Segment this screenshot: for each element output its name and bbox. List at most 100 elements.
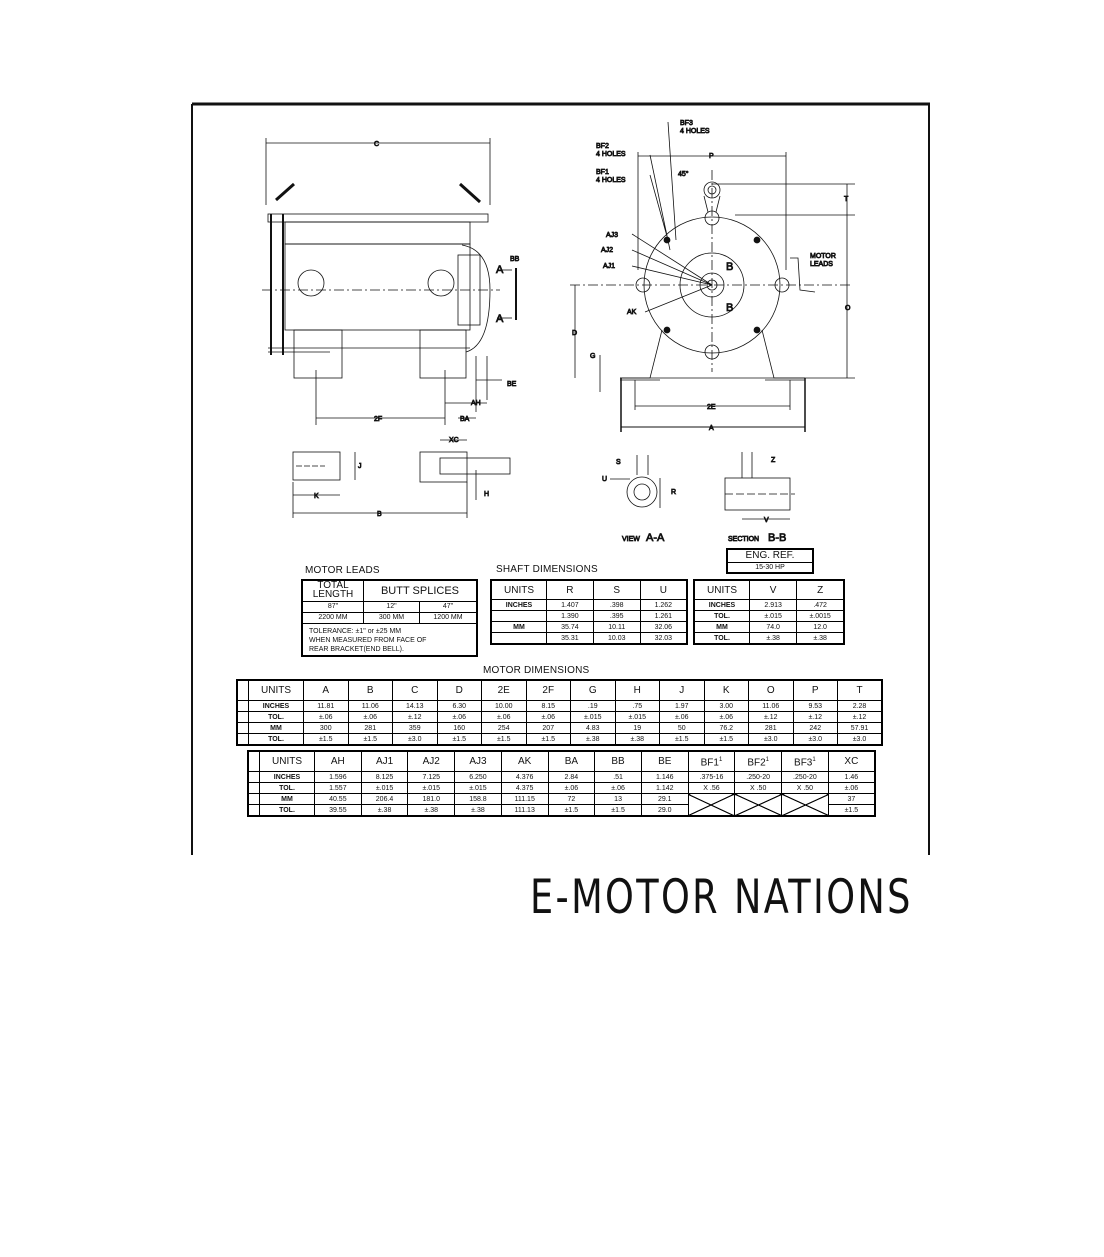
label-aj3: AJ3 (606, 232, 618, 239)
table-cell: .375-16 (687, 771, 736, 783)
row-stub (247, 793, 260, 805)
row-stub (247, 804, 260, 817)
dim-label-g: G (590, 353, 595, 360)
eng-ref-value: 15-30 HP (755, 564, 785, 571)
table-cell: 1.407 (546, 599, 594, 611)
table-cell: 10.03 (592, 632, 641, 645)
label-bf2: BF2 (596, 143, 609, 150)
table-cell: MM (693, 621, 750, 633)
row-stub (236, 679, 249, 701)
row-stub (247, 771, 260, 783)
dim-label-2f: 2F (374, 416, 382, 423)
table-cell: 6.30 (436, 700, 482, 712)
side-view: C BB A A BE AH BA 2F XC J K B H (262, 138, 520, 518)
table-cell: ±.06 (827, 782, 876, 794)
table-cell: ±3.0 (792, 733, 838, 746)
column-header: AJ1 (360, 750, 409, 772)
column-header: J (659, 679, 705, 701)
table-cell: 281 (748, 722, 794, 734)
table-cell: INCHES (490, 599, 547, 611)
table-cell: ±1.5 (347, 733, 393, 746)
column-header-text: BF1 (700, 757, 719, 769)
table-cell: ±.06 (547, 782, 596, 794)
table-cell: 1.146 (640, 771, 689, 783)
table-cell: MM (248, 722, 304, 734)
table-cell: INCHES (259, 771, 315, 783)
table-cell: 32.06 (639, 621, 688, 633)
table-cell: 254 (481, 722, 527, 734)
table-cell: TOL. (248, 711, 304, 723)
column-header: K (703, 679, 749, 701)
tolerance-line-2: WHEN MEASURED FROM FACE OF (309, 637, 427, 644)
table-cell: 10.00 (481, 700, 527, 712)
table-cell: TOL. (693, 610, 750, 622)
section-label-a-top: A (496, 264, 504, 276)
dim-label-s: S (616, 459, 621, 466)
table-cell: 1.596 (314, 771, 362, 783)
label-ak: AK (627, 309, 637, 316)
table-cell: .250-20 (734, 771, 783, 783)
table-cell: TOL. (259, 782, 315, 794)
table-cell: 1.142 (640, 782, 689, 794)
column-header: XC (827, 750, 876, 772)
table-cell: 4.376 (500, 771, 549, 783)
e-motor-nations-logo: E-MOTOR NATIONS (530, 870, 913, 925)
table-cell: 76.2 (703, 722, 749, 734)
table-cell: 1.390 (546, 610, 594, 622)
table-cell: ±1.5 (547, 804, 596, 817)
column-header-text: BF2 (747, 757, 766, 769)
table-cell: 1.557 (314, 782, 362, 794)
column-header: T (837, 679, 883, 701)
lead-inches-splice-1: 12" (364, 602, 420, 612)
label-motor-leads-2: LEADS (810, 261, 833, 268)
table-cell: ±.12 (792, 711, 838, 723)
table-cell: 1.261 (639, 610, 688, 622)
table-cell: ±3.0 (392, 733, 438, 746)
table-cell: 2.913 (748, 599, 798, 611)
motor-leads-title: MOTOR LEADS (305, 565, 380, 576)
column-header: S (592, 579, 641, 600)
table-cell: ±.015 (407, 782, 456, 794)
table-cell: TOL. (693, 632, 750, 645)
table-cell: 160 (436, 722, 482, 734)
column-header: 2E (481, 679, 527, 701)
table-cell: 29.0 (640, 804, 689, 817)
dim-label-k: K (314, 493, 319, 500)
table-cell: 40.55 (314, 793, 362, 805)
dim-label-2e: 2E (707, 404, 716, 411)
footnote-mark: 1 (765, 756, 770, 763)
table-cell: ±.06 (659, 711, 705, 723)
table-cell: 6.250 (454, 771, 502, 783)
table-cell: X .56 (687, 782, 736, 794)
dim-label-bb: BB (510, 256, 520, 263)
table-cell: ±1.5 (703, 733, 749, 746)
eng-ref-title: ENG. REF. (728, 550, 812, 563)
table-cell: ±.06 (347, 711, 393, 723)
table-row: TOL.±.38±.38 (693, 632, 845, 645)
dim-label-v: V (764, 517, 769, 524)
table-row: TOL.±.015±.0015 (693, 610, 845, 622)
table-cell: ±1.5 (436, 733, 482, 746)
column-header: BB (594, 750, 642, 772)
view-prefix: VIEW (622, 536, 640, 543)
label-aj1: AJ1 (603, 263, 615, 270)
label-bf1: BF1 (596, 169, 609, 176)
dim-label-r: R (671, 489, 676, 496)
label-bf3-holes: 4 HOLES (680, 128, 710, 135)
table-cell: ±.06 (436, 711, 482, 723)
total-length-header: TOTAL LENGTH (303, 581, 364, 601)
table-cell: ±.015 (614, 711, 660, 723)
table-cell: .395 (592, 610, 641, 622)
table-cell (490, 610, 547, 622)
label-angle: 45° (678, 170, 689, 178)
section-label-b-top: B (726, 261, 733, 273)
table-cell: ±1.5 (659, 733, 705, 746)
table-cell: 281 (347, 722, 393, 734)
